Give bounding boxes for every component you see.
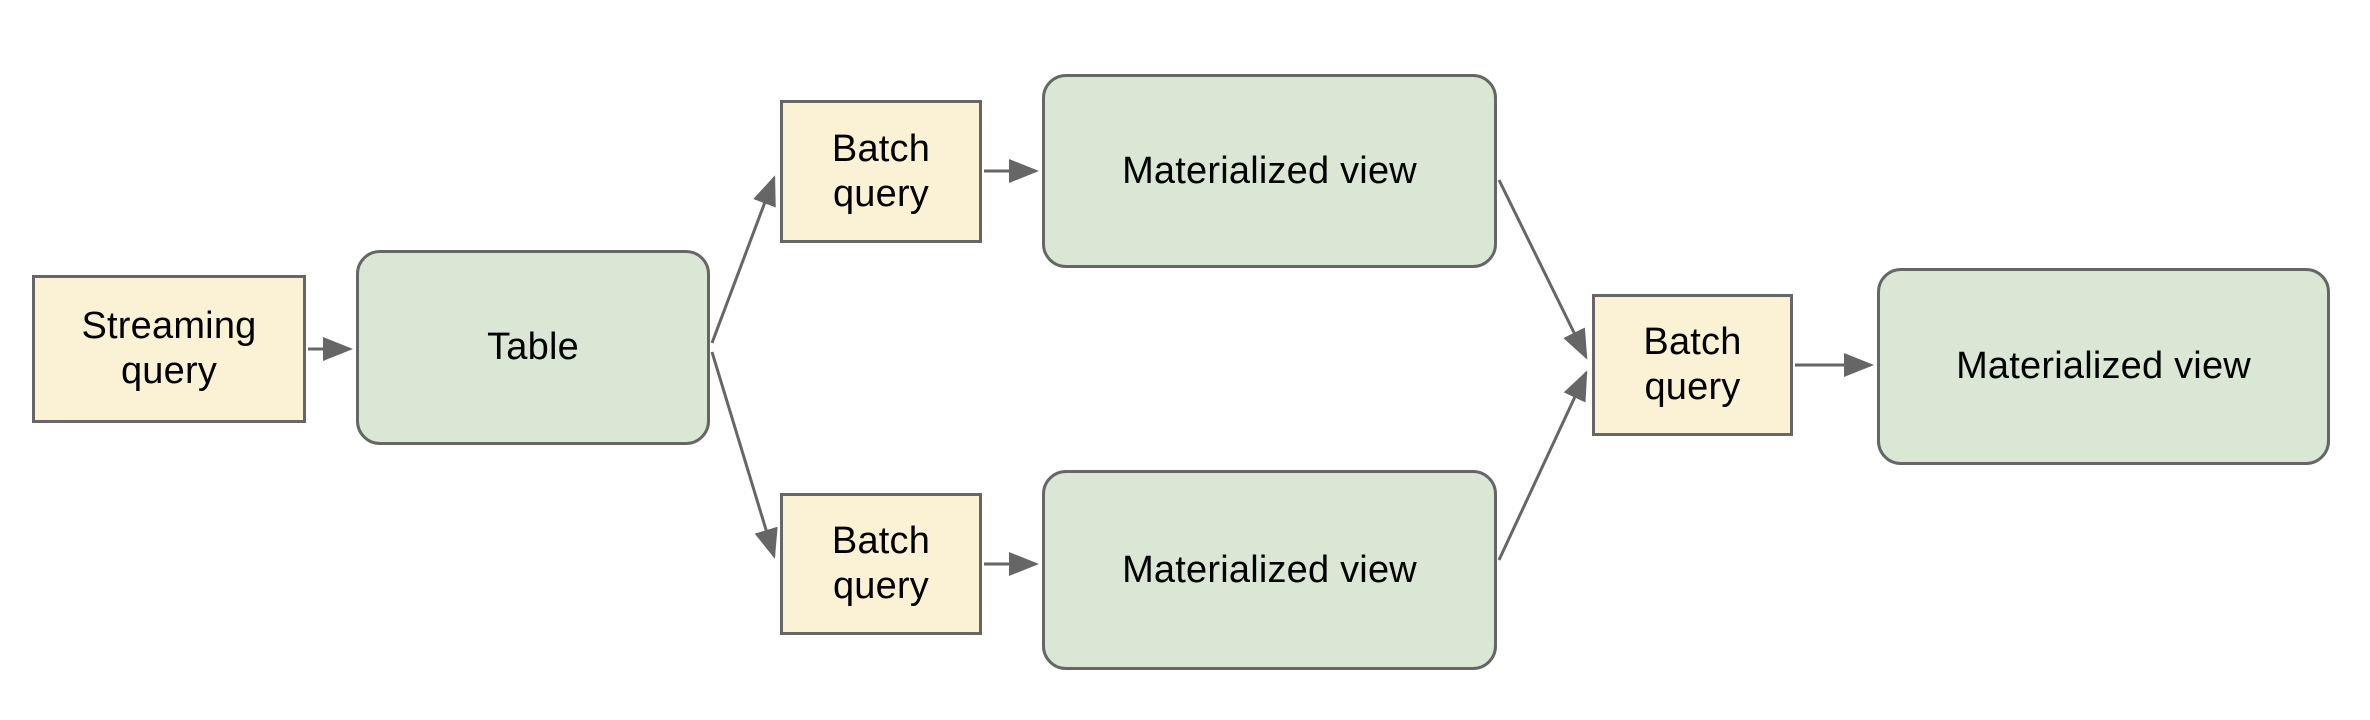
edge-mv-top-to-batch-final — [1497, 179, 1588, 360]
node-batch-query-bottom[interactable]: Batch query — [780, 493, 982, 635]
edge-mv-bottom-to-batch-final — [1497, 370, 1588, 561]
node-materialized-view-bottom[interactable]: Materialized view — [1042, 470, 1497, 670]
node-materialized-view-top[interactable]: Materialized view — [1042, 74, 1497, 268]
edge-table-to-batch-top — [710, 175, 776, 344]
node-batch-query-top[interactable]: Batch query — [780, 100, 982, 243]
node-streaming-query[interactable]: Streaming query — [32, 275, 306, 423]
node-batch-query-final[interactable]: Batch query — [1592, 294, 1793, 436]
node-materialized-view-final[interactable]: Materialized view — [1877, 268, 2330, 465]
node-table[interactable]: Table — [356, 250, 710, 445]
edge-table-to-batch-bottom — [710, 351, 778, 559]
